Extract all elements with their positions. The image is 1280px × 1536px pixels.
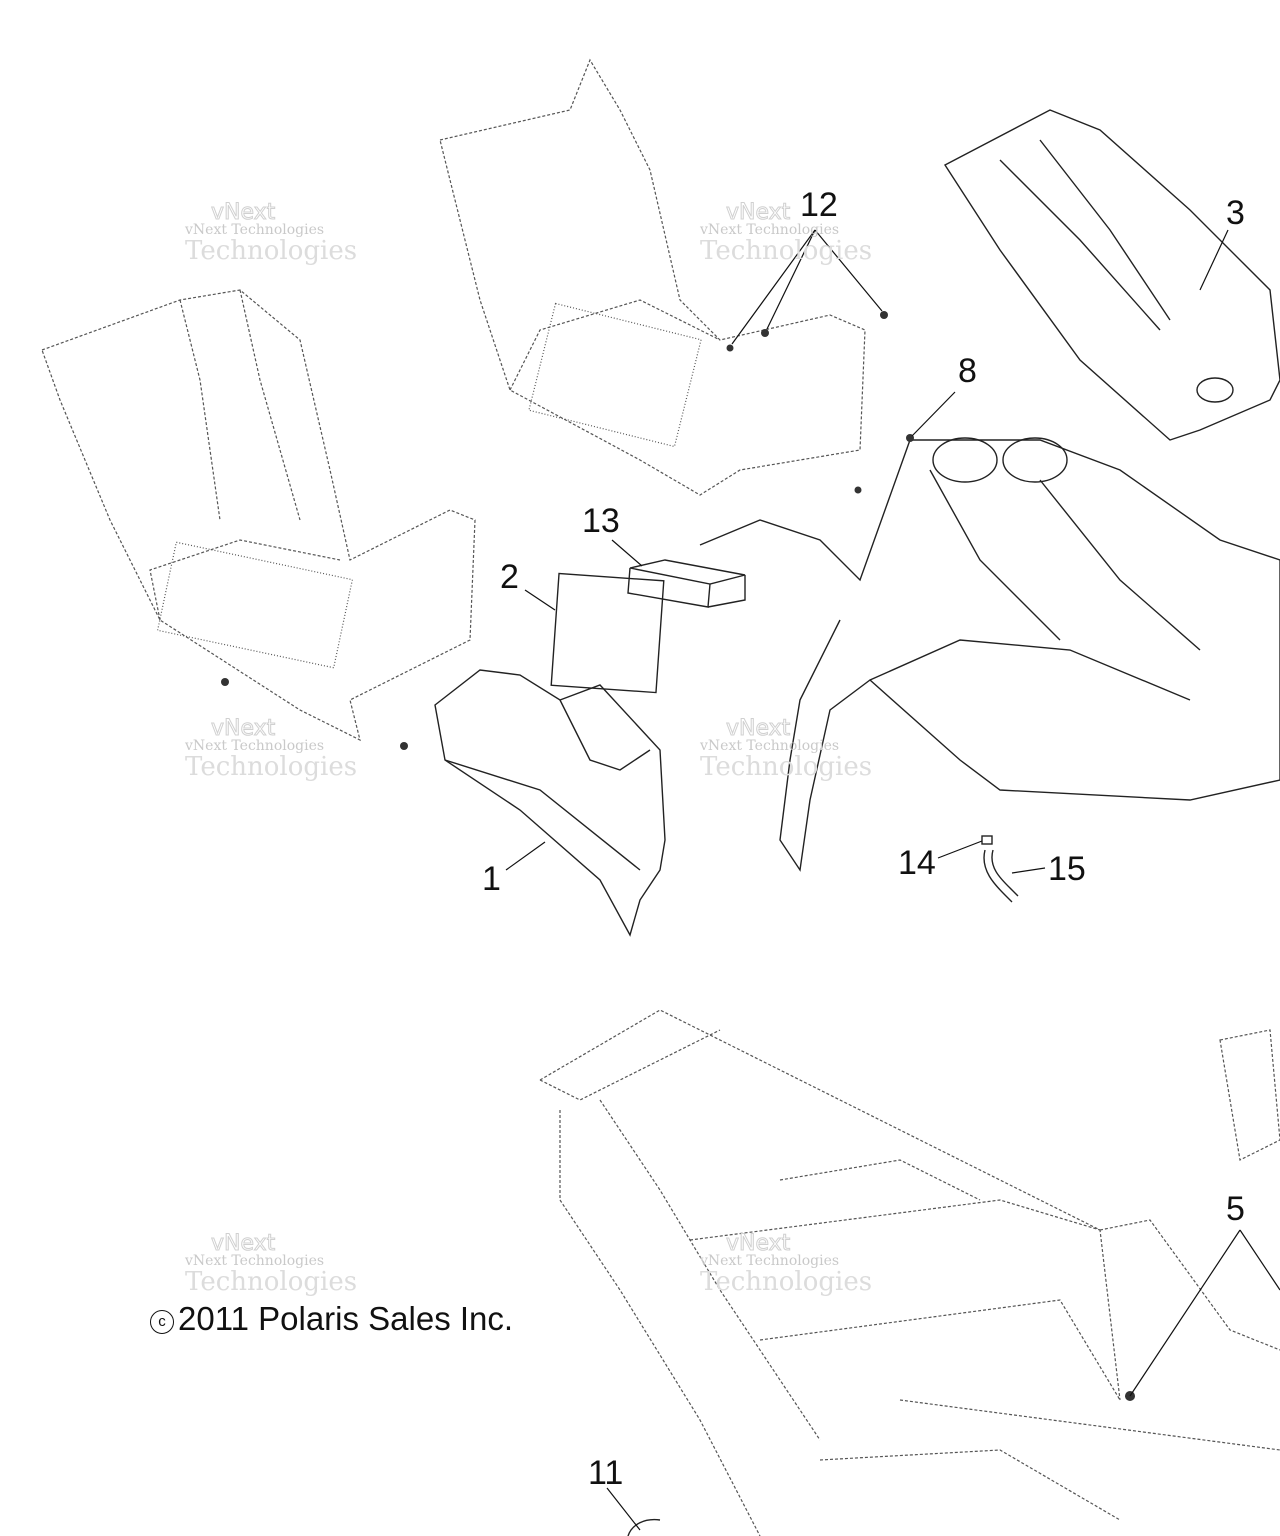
leader-12b xyxy=(766,229,816,330)
part-13-foam-block xyxy=(627,559,746,608)
fastener-left-b xyxy=(400,742,408,750)
part-14-15-hose xyxy=(981,835,1019,903)
leader-5 xyxy=(1129,1229,1241,1397)
leader-11 xyxy=(606,1487,641,1531)
callout-3: 3 xyxy=(1226,194,1245,232)
leader-2 xyxy=(524,589,556,611)
leader-8 xyxy=(911,391,956,437)
part-3-cover xyxy=(943,109,1280,441)
part-2-decal-sheet xyxy=(550,572,665,694)
frame-reference xyxy=(539,1009,1280,1536)
fastener-12c xyxy=(880,311,888,319)
leader-15 xyxy=(1011,867,1046,874)
callout-11: 11 xyxy=(588,1454,624,1492)
leader-3 xyxy=(1199,229,1229,291)
fastener-8b xyxy=(854,486,862,494)
leader-1 xyxy=(505,841,546,871)
part-1-side-panel xyxy=(434,669,666,937)
fastener-left-a xyxy=(221,678,229,686)
callout-8: 8 xyxy=(958,352,977,390)
leader-12a xyxy=(731,229,816,345)
leader-12c xyxy=(814,229,883,312)
copyright-text: 2011 Polaris Sales Inc. xyxy=(178,1300,514,1337)
upper-footwell-reference xyxy=(439,58,866,496)
callout-13: 13 xyxy=(582,502,620,540)
leader-13 xyxy=(611,539,643,567)
copyright-symbol: c xyxy=(150,1310,174,1334)
callout-5: 5 xyxy=(1226,1190,1245,1228)
callout-12: 12 xyxy=(800,186,838,224)
callout-1: 1 xyxy=(482,860,501,898)
callout-15: 15 xyxy=(1048,850,1086,888)
callout-14: 14 xyxy=(898,844,936,882)
leader-5b xyxy=(1239,1229,1280,1291)
left-footwell-reference xyxy=(41,289,476,742)
part-11-grommet xyxy=(627,1518,661,1536)
fastener-12b xyxy=(761,329,769,337)
fastener-12a xyxy=(726,344,734,352)
leader-14 xyxy=(937,840,983,859)
callout-2: 2 xyxy=(500,558,519,596)
front-cab-body xyxy=(699,437,1280,872)
